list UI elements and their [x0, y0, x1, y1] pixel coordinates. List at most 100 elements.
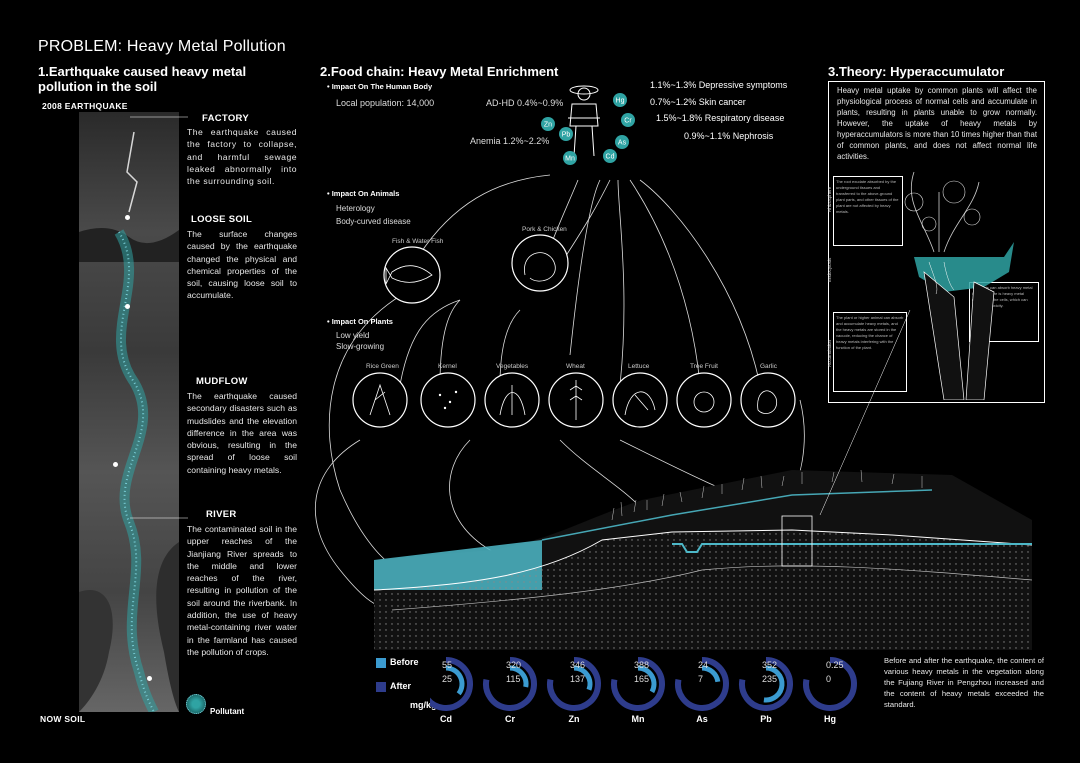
- stage-marker-mudflow: [113, 462, 118, 467]
- category-label-as: As: [696, 714, 708, 724]
- plant-label-vegetables: Vegetables: [496, 363, 529, 370]
- after-value-as: 7: [698, 674, 703, 684]
- stage-title-river: RIVER: [206, 509, 237, 520]
- stage-marker-factory: [125, 215, 130, 220]
- after-value-cr: 115: [506, 674, 520, 684]
- category-label-hg: Hg: [824, 714, 836, 724]
- plant-label-garlic: Garlic: [760, 363, 778, 370]
- hyperaccumulator-zoom-box: [781, 515, 813, 567]
- section1-heading: 1.Earthquake caused heavy metal pollutio…: [38, 64, 247, 94]
- chart-unit-label: mg/kg: [410, 700, 437, 710]
- category-label-cr: Cr: [505, 714, 515, 724]
- pollutant-label: Pollutant: [210, 707, 245, 716]
- before-arc-hg: [803, 657, 857, 711]
- before-arc-mn: [611, 657, 665, 711]
- legend-after-swatch: [376, 682, 386, 692]
- symptom-nephrosis: 0.9%~1.1% Nephrosis: [684, 131, 774, 141]
- after-arc-pb: [763, 665, 785, 703]
- before-value-hg: 0.25: [826, 660, 844, 670]
- stage-text-loose-soil: The surface changes caused by the earthq…: [187, 229, 297, 301]
- hyperaccumulator-illustration: [904, 171, 1014, 400]
- plant-circles: Rice Green Kernel Vegetables Wheat Lettu…: [352, 363, 796, 428]
- stage-title-factory: FACTORY: [202, 113, 249, 124]
- circle-kernel: [420, 372, 476, 428]
- after-value-mn: 165: [634, 674, 649, 684]
- after-arc-mn: [637, 665, 657, 694]
- section2-heading: 2.Food chain: Heavy Metal Enrichment: [320, 64, 559, 79]
- symptom-depressive: 1.1%~1.3% Depressive symptoms: [650, 80, 788, 90]
- stage-title-mudflow: MUDFLOW: [196, 376, 248, 387]
- before-value-mn: 388: [634, 660, 649, 670]
- metal-cd: Cd: [606, 154, 615, 161]
- farmer-figure: Zn Hg Pb Cr Mn Cd As: [541, 85, 635, 165]
- pollutant-icon: [186, 694, 206, 714]
- circle-tree-fruit: [676, 372, 732, 428]
- plant-label-kernel: Kernel: [438, 363, 457, 370]
- legend-before-label: Before: [390, 657, 419, 667]
- category-label-cd: Cd: [440, 714, 452, 724]
- now-soil-label: NOW SOIL: [40, 714, 86, 724]
- human-population: Local population: 14,000: [336, 98, 435, 108]
- metal-symbols: Zn Hg Pb Cr Mn Cd As: [541, 93, 635, 165]
- human-impact-title: • Impact On The Human Body: [327, 82, 433, 91]
- stage-leader-lines: [130, 116, 188, 519]
- earthquake-label: 2008 EARTHQUAKE: [42, 101, 128, 111]
- stage-text-river: The contaminated soil in the upper reach…: [187, 524, 297, 657]
- category-label-pb: Pb: [760, 714, 772, 724]
- stage-text-factory: The earthquake caused the factory to col…: [187, 127, 297, 187]
- terrain-image: [79, 112, 179, 715]
- human-anemia: Anemia 1.2%~2.2%: [470, 136, 550, 146]
- before-value-pb: 352: [762, 660, 777, 670]
- after-value-zn: 137: [570, 674, 585, 684]
- before-value-cd: 55: [442, 660, 452, 670]
- category-label-mn: Mn: [632, 714, 645, 724]
- zoom-leader-lines: [819, 309, 911, 516]
- symptom-skin-cancer: 0.7%~1.2% Skin cancer: [650, 97, 746, 107]
- metal-mn: Mn: [565, 156, 575, 163]
- after-value-hg: 0: [826, 674, 831, 684]
- chart-note: Before and after the earthquake, the con…: [884, 656, 1044, 709]
- hyperaccumulator-panel: Heavy metal uptake by common plants will…: [827, 81, 1045, 403]
- side-label-endocytosis: Endocytosis: [827, 257, 832, 282]
- legend-before-swatch: [376, 658, 386, 668]
- metal-zn: Zn: [544, 122, 552, 129]
- stage-title-loose-soil: LOOSE SOIL: [191, 214, 253, 225]
- metal-hg: Hg: [616, 98, 625, 105]
- metal-cr: Cr: [624, 118, 632, 125]
- before-arc-cr: [483, 657, 537, 711]
- after-arc-as: [701, 665, 721, 683]
- landscape-section: [373, 469, 1033, 650]
- circle-pork-chicken: [511, 234, 569, 292]
- earthquake-photo-strip: [79, 112, 179, 715]
- animal-impact-title: • Impact On Animals: [327, 189, 400, 198]
- hyperaccumulator-text: Heavy metal uptake by common plants will…: [837, 86, 1037, 161]
- side-label-accumulation: Accumulation: [827, 339, 832, 367]
- plant-label-lettuce: Lettuce: [628, 363, 650, 370]
- after-arc-cd: [445, 665, 465, 696]
- symptom-respiratory: 1.5%~1.8% Respiratory disease: [656, 113, 785, 123]
- after-arc-zn: [573, 665, 593, 691]
- circle-lettuce: [612, 372, 668, 428]
- circle-garlic: [740, 372, 796, 428]
- plant-label-tree-fruit: Tree Fruit: [690, 363, 718, 370]
- before-value-zn: 346: [570, 660, 585, 670]
- note-box-accumulation: The plant or higher animal can absorb an…: [833, 312, 907, 392]
- plant-label-wheat: Wheat: [566, 363, 585, 370]
- before-arc-pb: [739, 657, 793, 711]
- stage-marker-river: [147, 676, 152, 681]
- legend-after-label: After: [390, 681, 412, 691]
- category-label-zn: Zn: [569, 714, 580, 724]
- metal-as: As: [618, 140, 627, 147]
- plant-impact-title: • Impact On Plants: [327, 317, 393, 326]
- stage-text-mudflow: The earthquake caused secondary disaster…: [187, 391, 297, 475]
- plant-label-rice: Rice Green: [366, 363, 399, 370]
- heavy-metal-radial-chart: 5525Cd320115Cr346137Zn388165Mn247As35223…: [430, 657, 857, 724]
- human-adhd: AD-HD 0.4%~0.9%: [486, 98, 564, 108]
- note-box-rhizosphere: The root exudate absorbed by the undergr…: [833, 176, 903, 246]
- animal-label-pork: Pork & Chicken: [522, 226, 567, 233]
- before-arc-as: [675, 657, 729, 711]
- animal-impact-2: Body-curved disease: [336, 217, 411, 226]
- page-title: PROBLEM: Heavy Metal Pollution: [38, 38, 286, 55]
- stage-marker-loose-soil: [125, 304, 130, 309]
- side-label-rhizosphere: Rhizosphere: [827, 186, 832, 212]
